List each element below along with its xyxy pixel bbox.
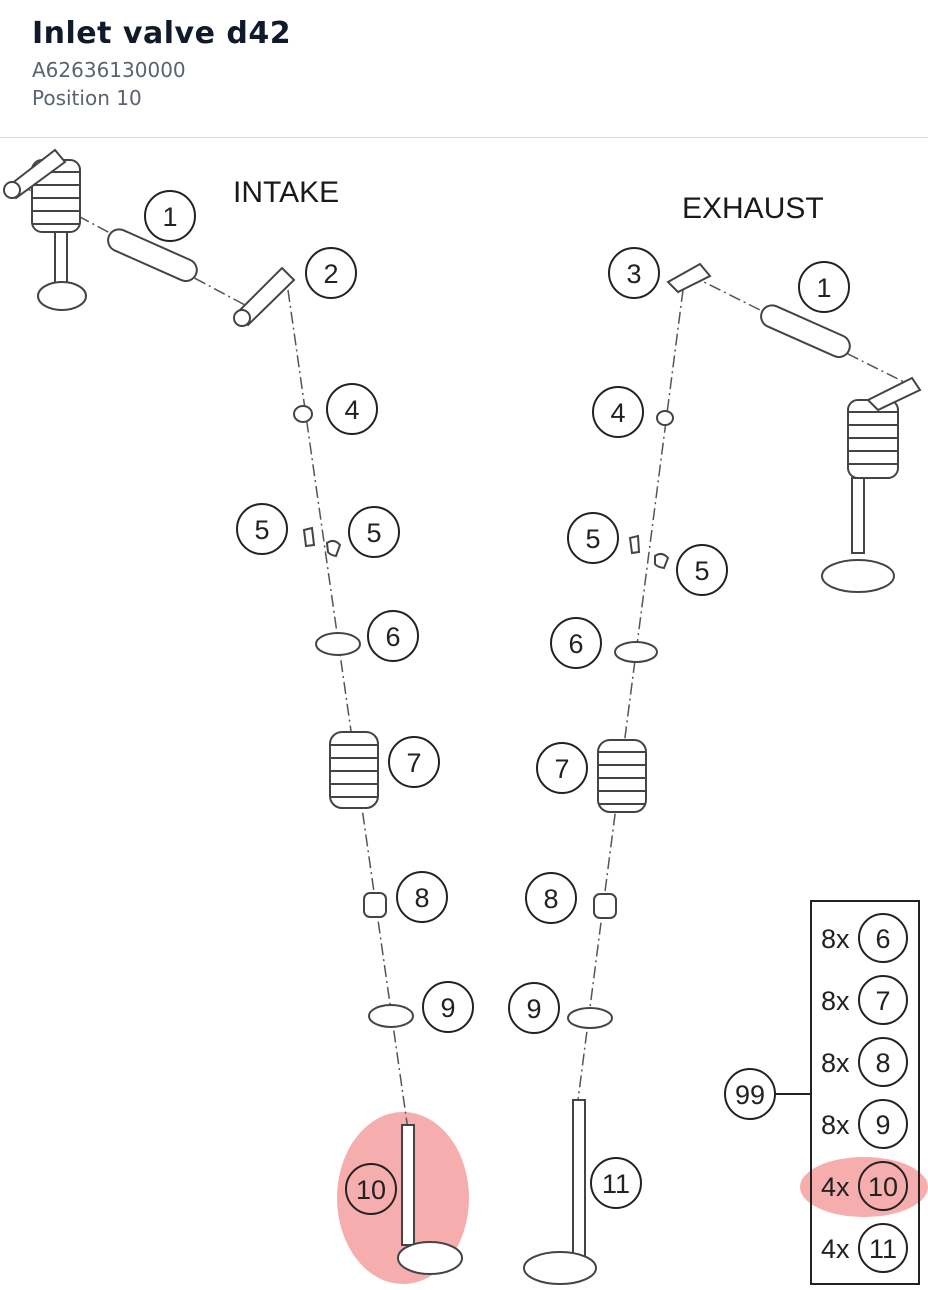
svg-text:7: 7 (554, 754, 569, 784)
callout-5-exhaust-right[interactable]: 5 (676, 544, 728, 596)
svg-text:1: 1 (816, 273, 831, 303)
callout-5-intake-right[interactable]: 5 (348, 506, 400, 558)
svg-text:6: 6 (568, 629, 583, 659)
exhaust-part-4-icon (656, 410, 674, 426)
callout-99[interactable]: 99 (724, 1068, 776, 1120)
svg-text:4: 4 (610, 398, 625, 428)
intake-axis (19, 184, 409, 1131)
exhaust-heading: EXHAUST (682, 192, 824, 225)
callout-9-intake[interactable]: 9 (422, 981, 474, 1033)
kit-row-number: 7 (875, 986, 890, 1016)
svg-text:7: 7 (406, 748, 421, 778)
svg-text:3: 3 (626, 259, 641, 289)
kit-row-qty: 8x (821, 1110, 850, 1140)
rocker-arm-intake-icon (233, 266, 296, 327)
exhaust-retainer-icon (614, 641, 658, 663)
kit-row-callout (858, 1161, 908, 1211)
intake-spring-icon (329, 731, 379, 809)
kit-row-callout (858, 1037, 908, 1087)
callout-3[interactable]: 3 (608, 247, 660, 299)
inlet-valve-icon (397, 1124, 463, 1275)
kit-row[interactable]: 8x 8 (821, 1037, 908, 1087)
svg-text:5: 5 (694, 556, 709, 586)
svg-text:11: 11 (602, 1169, 630, 1199)
intake-heading: INTAKE (233, 176, 339, 209)
callout-4-exhaust[interactable]: 4 (592, 386, 644, 438)
exhaust-seal-icon (593, 893, 617, 919)
rocker-shaft-intake-icon (107, 228, 198, 283)
highlight-kit-row-10 (800, 1157, 928, 1217)
kit-row[interactable]: 8x 7 (821, 975, 908, 1025)
svg-text:8: 8 (543, 884, 558, 914)
callout-5-intake-left[interactable]: 5 (236, 503, 288, 555)
kit-row-qty: 8x (821, 1048, 850, 1078)
kit-row[interactable]: 8x 9 (821, 1099, 908, 1149)
kit-row-number: 8 (875, 1048, 890, 1078)
intake-collet-b-icon (325, 539, 342, 558)
callout-4-intake[interactable]: 4 (326, 383, 378, 435)
svg-text:8: 8 (414, 883, 429, 913)
svg-text:1: 1 (162, 202, 177, 232)
callout-6-intake[interactable]: 6 (367, 610, 419, 662)
exploded-diagram: INTAKE EXHAUST (3, 148, 928, 1285)
kit-row[interactable]: 4x 10 (821, 1161, 908, 1211)
kit-box (810, 900, 920, 1285)
kit-row-qty: 4x (821, 1172, 850, 1202)
exhaust-valve-assembly-icon (821, 376, 922, 593)
kit-row[interactable]: 4x 11 (821, 1223, 908, 1273)
svg-text:10: 10 (356, 1175, 386, 1205)
position-label: Position 10 (32, 86, 142, 110)
exhaust-seat-icon (567, 1007, 613, 1029)
kit-row-callout (858, 1099, 908, 1149)
kit-row-number: 9 (875, 1110, 890, 1140)
exhaust-collet-a-icon (628, 534, 641, 555)
svg-text:6: 6 (385, 622, 400, 652)
kit-row-callout (858, 913, 908, 963)
svg-text:5: 5 (254, 515, 269, 545)
rocker-shaft-exhaust-icon (760, 304, 851, 359)
callout-7-exhaust[interactable]: 7 (536, 742, 588, 794)
kit-row-number: 11 (869, 1234, 897, 1264)
svg-text:9: 9 (526, 994, 541, 1024)
svg-text:5: 5 (585, 524, 600, 554)
callout-10[interactable]: 10 (345, 1163, 397, 1215)
intake-retainer-icon (315, 632, 361, 656)
kit-rows: 8x 6 8x 7 8x 8 8x 9 4x 10 4x 11 (821, 913, 908, 1273)
intake-part-4-icon (293, 405, 313, 423)
intake-seal-icon (363, 892, 387, 918)
intake-collet-a-icon (302, 526, 316, 548)
exhaust-valve-icon (523, 1099, 597, 1285)
kit-row-number: 10 (868, 1172, 898, 1202)
exhaust-spring-icon (597, 739, 647, 813)
callout-11[interactable]: 11 (590, 1157, 642, 1209)
page-title: Inlet valve d42 (32, 16, 292, 51)
callout-5-exhaust-left[interactable]: 5 (567, 512, 619, 564)
callout-7-intake[interactable]: 7 (388, 736, 440, 788)
exhaust-collet-b-icon (654, 552, 670, 570)
kit-row-number: 6 (875, 924, 890, 954)
svg-text:4: 4 (344, 395, 359, 425)
intake-valve-assembly-icon (3, 148, 87, 311)
callout-6-exhaust[interactable]: 6 (550, 617, 602, 669)
callout-1-intake[interactable]: 1 (144, 190, 196, 242)
header: Inlet valve d42 A62636130000 Position 10 (0, 0, 928, 138)
svg-text:5: 5 (366, 518, 381, 548)
callout-2[interactable]: 2 (305, 247, 357, 299)
intake-seat-icon (368, 1004, 414, 1028)
svg-text:99: 99 (735, 1080, 765, 1110)
svg-text:2: 2 (323, 259, 338, 289)
kit-row-qty: 4x (821, 1234, 850, 1264)
part-number: A62636130000 (32, 58, 186, 82)
callout-8-intake[interactable]: 8 (396, 871, 448, 923)
rocker-arm-exhaust-icon (666, 262, 712, 294)
callout-8-exhaust[interactable]: 8 (525, 872, 577, 924)
kit-row[interactable]: 8x 6 (821, 913, 908, 963)
kit-row-callout (858, 1223, 908, 1273)
callout-1-exhaust[interactable]: 1 (798, 261, 850, 313)
kit-row-qty: 8x (821, 986, 850, 1016)
kit-row-qty: 8x (821, 924, 850, 954)
callout-9-exhaust[interactable]: 9 (508, 982, 560, 1034)
svg-text:9: 9 (440, 993, 455, 1023)
kit-row-callout (858, 975, 908, 1025)
